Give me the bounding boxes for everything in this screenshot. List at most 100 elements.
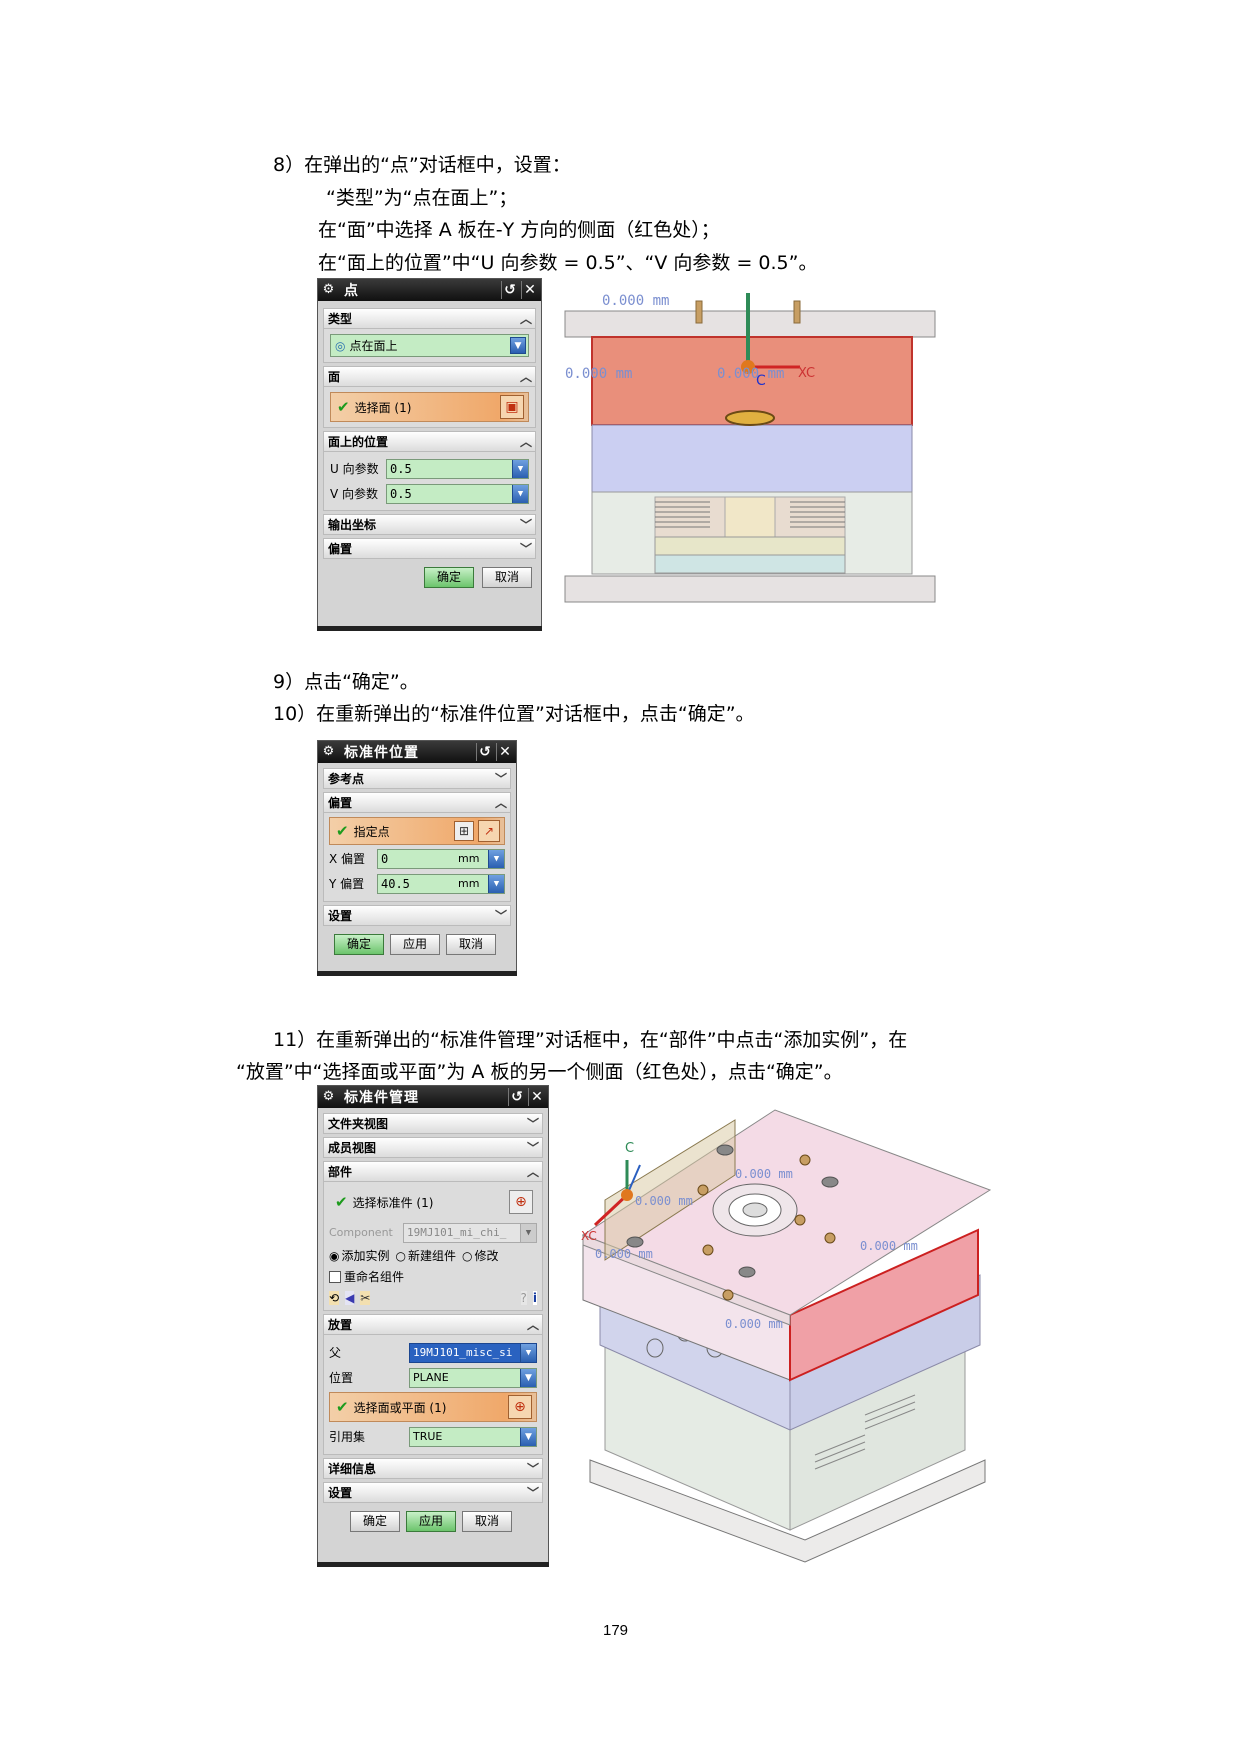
section-part[interactable]: 部件 ︿	[323, 1161, 543, 1182]
position-select[interactable]: PLANE ▼	[409, 1367, 537, 1388]
section-face[interactable]: 面 ︿	[323, 366, 536, 387]
mold-isometric-view: C XC 0.000 mm 0.000 mm 0.000 mm 0.000 mm…	[581, 1109, 992, 1563]
chevron-up-icon: ︿	[526, 1165, 539, 1179]
close-icon[interactable]: ✕	[521, 281, 539, 299]
section-type[interactable]: 类型 ︿	[323, 308, 536, 329]
chevron-down-icon: ﹀	[526, 1486, 539, 1500]
spring-lines	[814, 1394, 916, 1470]
reset-icon[interactable]: ↺	[508, 1088, 526, 1106]
axis-xc-label: XC	[798, 366, 815, 381]
x-offset-input[interactable]: 0 mm ▼	[377, 848, 505, 869]
sprue-bushing	[742, 1202, 768, 1218]
face-cube-icon[interactable]: ▣	[500, 395, 524, 419]
v-param-input[interactable]: 0.5 ▼	[386, 483, 529, 504]
chevron-down-icon: ﹀	[519, 542, 532, 556]
mold-front-view: 0.000 mm 0.000 mm 0.000 mm C XC	[564, 293, 936, 603]
dialog-titlebar: ⚙ 点 ↺ ✕	[318, 279, 541, 301]
info-icon[interactable]: i	[532, 1291, 537, 1305]
section-settings[interactable]: 设置 ﹀	[323, 1482, 543, 1503]
dim-right-label: 0.000 mm	[717, 366, 784, 382]
section-settings[interactable]: 设置 ﹀	[323, 905, 511, 926]
spinner-down-icon[interactable]: ▼	[488, 874, 504, 893]
help-icon[interactable]: ?	[520, 1291, 527, 1305]
ok-button[interactable]: 确定	[334, 934, 384, 955]
check-icon: ✔	[336, 822, 349, 840]
check-icon: ✔	[337, 398, 350, 416]
y-offset-input[interactable]: 40.5 mm ▼	[377, 873, 505, 894]
section-offset[interactable]: 偏置 ﹀	[323, 538, 536, 559]
point-dialog-icon[interactable]: ⊞	[454, 821, 474, 841]
a-plate-right-face-selected	[789, 1228, 979, 1382]
delete-component-icon[interactable]: ✂	[360, 1291, 371, 1305]
x-offset-row: X 偏置 0 mm ▼	[329, 847, 505, 870]
ok-button[interactable]: 确定	[424, 567, 474, 588]
section-member-view[interactable]: 成员视图 ﹀	[323, 1137, 543, 1158]
cancel-button[interactable]: 取消	[462, 1511, 512, 1532]
component-select[interactable]: 19MJ101_mi_chi_ ▼	[403, 1222, 537, 1243]
ejector-pin-block	[724, 496, 776, 538]
u-param-row: U 向参数 0.5 ▼	[330, 457, 529, 480]
radio-add-instance[interactable]: ◉	[329, 1248, 340, 1263]
chevron-down-icon[interactable]: ▼	[520, 1368, 536, 1387]
ok-button[interactable]: 确定	[350, 1511, 400, 1532]
select-face-or-plane-row[interactable]: ✔ 选择面或平面 (1) ⊕	[329, 1392, 537, 1422]
radio-modify[interactable]: ○	[462, 1248, 473, 1263]
gear-icon[interactable]: ⚙	[322, 1089, 336, 1104]
screw-heads	[695, 300, 801, 324]
point-on-face-icon: ◎	[335, 338, 346, 353]
refset-select[interactable]: TRUE ▼	[409, 1426, 537, 1447]
radio-new-component[interactable]: ○	[395, 1248, 406, 1263]
apply-button[interactable]: 应用	[406, 1511, 456, 1532]
axis-xc-label: XC	[581, 1229, 597, 1243]
flip-direction-icon[interactable]: ◀	[345, 1291, 355, 1305]
chevron-down-icon[interactable]: ▼	[520, 1343, 536, 1362]
chevron-down-icon: ﹀	[519, 518, 532, 532]
gear-icon[interactable]: ⚙	[322, 744, 336, 759]
component-row: Component 19MJ101_mi_chi_ ▼	[329, 1221, 537, 1244]
bottom-clamp-plate	[589, 1459, 986, 1563]
step11-line2: “放置”中“选择面或平面”为 A 板的另一个侧面（红色处），点击“确定”。	[236, 1061, 843, 1083]
apply-button[interactable]: 应用	[390, 934, 440, 955]
cancel-button[interactable]: 取消	[482, 567, 532, 588]
u-param-input[interactable]: 0.5 ▼	[386, 458, 529, 479]
spinner-down-icon[interactable]: ▼	[488, 849, 504, 868]
cancel-button[interactable]: 取消	[446, 934, 496, 955]
close-icon[interactable]: ✕	[528, 1088, 546, 1106]
chevron-up-icon: ︿	[494, 796, 507, 810]
section-offset[interactable]: 偏置 ︿	[323, 792, 511, 813]
section-ref-point[interactable]: 参考点 ﹀	[323, 768, 511, 789]
axis-c-label: C	[756, 373, 766, 389]
top-plate-edge	[582, 1234, 791, 1326]
chevron-down-icon[interactable]: ▼	[520, 1223, 536, 1242]
csys-icon[interactable]: ↗	[478, 820, 500, 842]
rename-checkbox[interactable]	[329, 1270, 341, 1283]
reposition-icon[interactable]: ⟲	[329, 1291, 340, 1305]
spinner-down-icon[interactable]: ▼	[512, 459, 528, 478]
select-face-row[interactable]: ✔ 选择面 (1) ▣	[330, 392, 529, 422]
type-select[interactable]: ◎ 点在面上 ▼	[330, 334, 529, 357]
select-std-part-row[interactable]: ✔ 选择标准件 (1) ⊕	[329, 1187, 537, 1217]
ejector-plate-bottom	[654, 554, 846, 574]
parent-select[interactable]: 19MJ101_misc_si ▼	[409, 1342, 537, 1363]
crosshair-icon[interactable]: ⊕	[508, 1395, 532, 1419]
section-details[interactable]: 详细信息 ﹀	[323, 1458, 543, 1479]
step9-text: 9）点击“确定”。	[273, 671, 419, 693]
check-icon: ✔	[336, 1398, 349, 1416]
chevron-up-icon: ︿	[526, 1318, 539, 1332]
page-number: 179	[603, 1622, 629, 1639]
section-face-position[interactable]: 面上的位置 ︿	[323, 431, 536, 452]
section-output-coords[interactable]: 输出坐标 ﹀	[323, 514, 536, 535]
chevron-up-icon: ︿	[519, 312, 532, 326]
chevron-down-icon: ﹀	[526, 1141, 539, 1155]
crosshair-icon[interactable]: ⊕	[509, 1190, 533, 1214]
chevron-down-icon[interactable]: ▼	[520, 1427, 536, 1446]
reset-icon[interactable]: ↺	[476, 743, 494, 761]
specify-point-row[interactable]: ✔ 指定点 ⊞ ↗	[329, 817, 505, 845]
gear-icon[interactable]: ⚙	[322, 282, 336, 297]
chevron-up-icon: ︿	[519, 370, 532, 384]
close-icon[interactable]: ✕	[496, 743, 514, 761]
spinner-down-icon[interactable]: ▼	[512, 484, 528, 503]
section-folder-view[interactable]: 文件夹视图 ﹀	[323, 1113, 543, 1134]
reset-icon[interactable]: ↺	[501, 281, 519, 299]
section-placement[interactable]: 放置 ︿	[323, 1314, 543, 1335]
